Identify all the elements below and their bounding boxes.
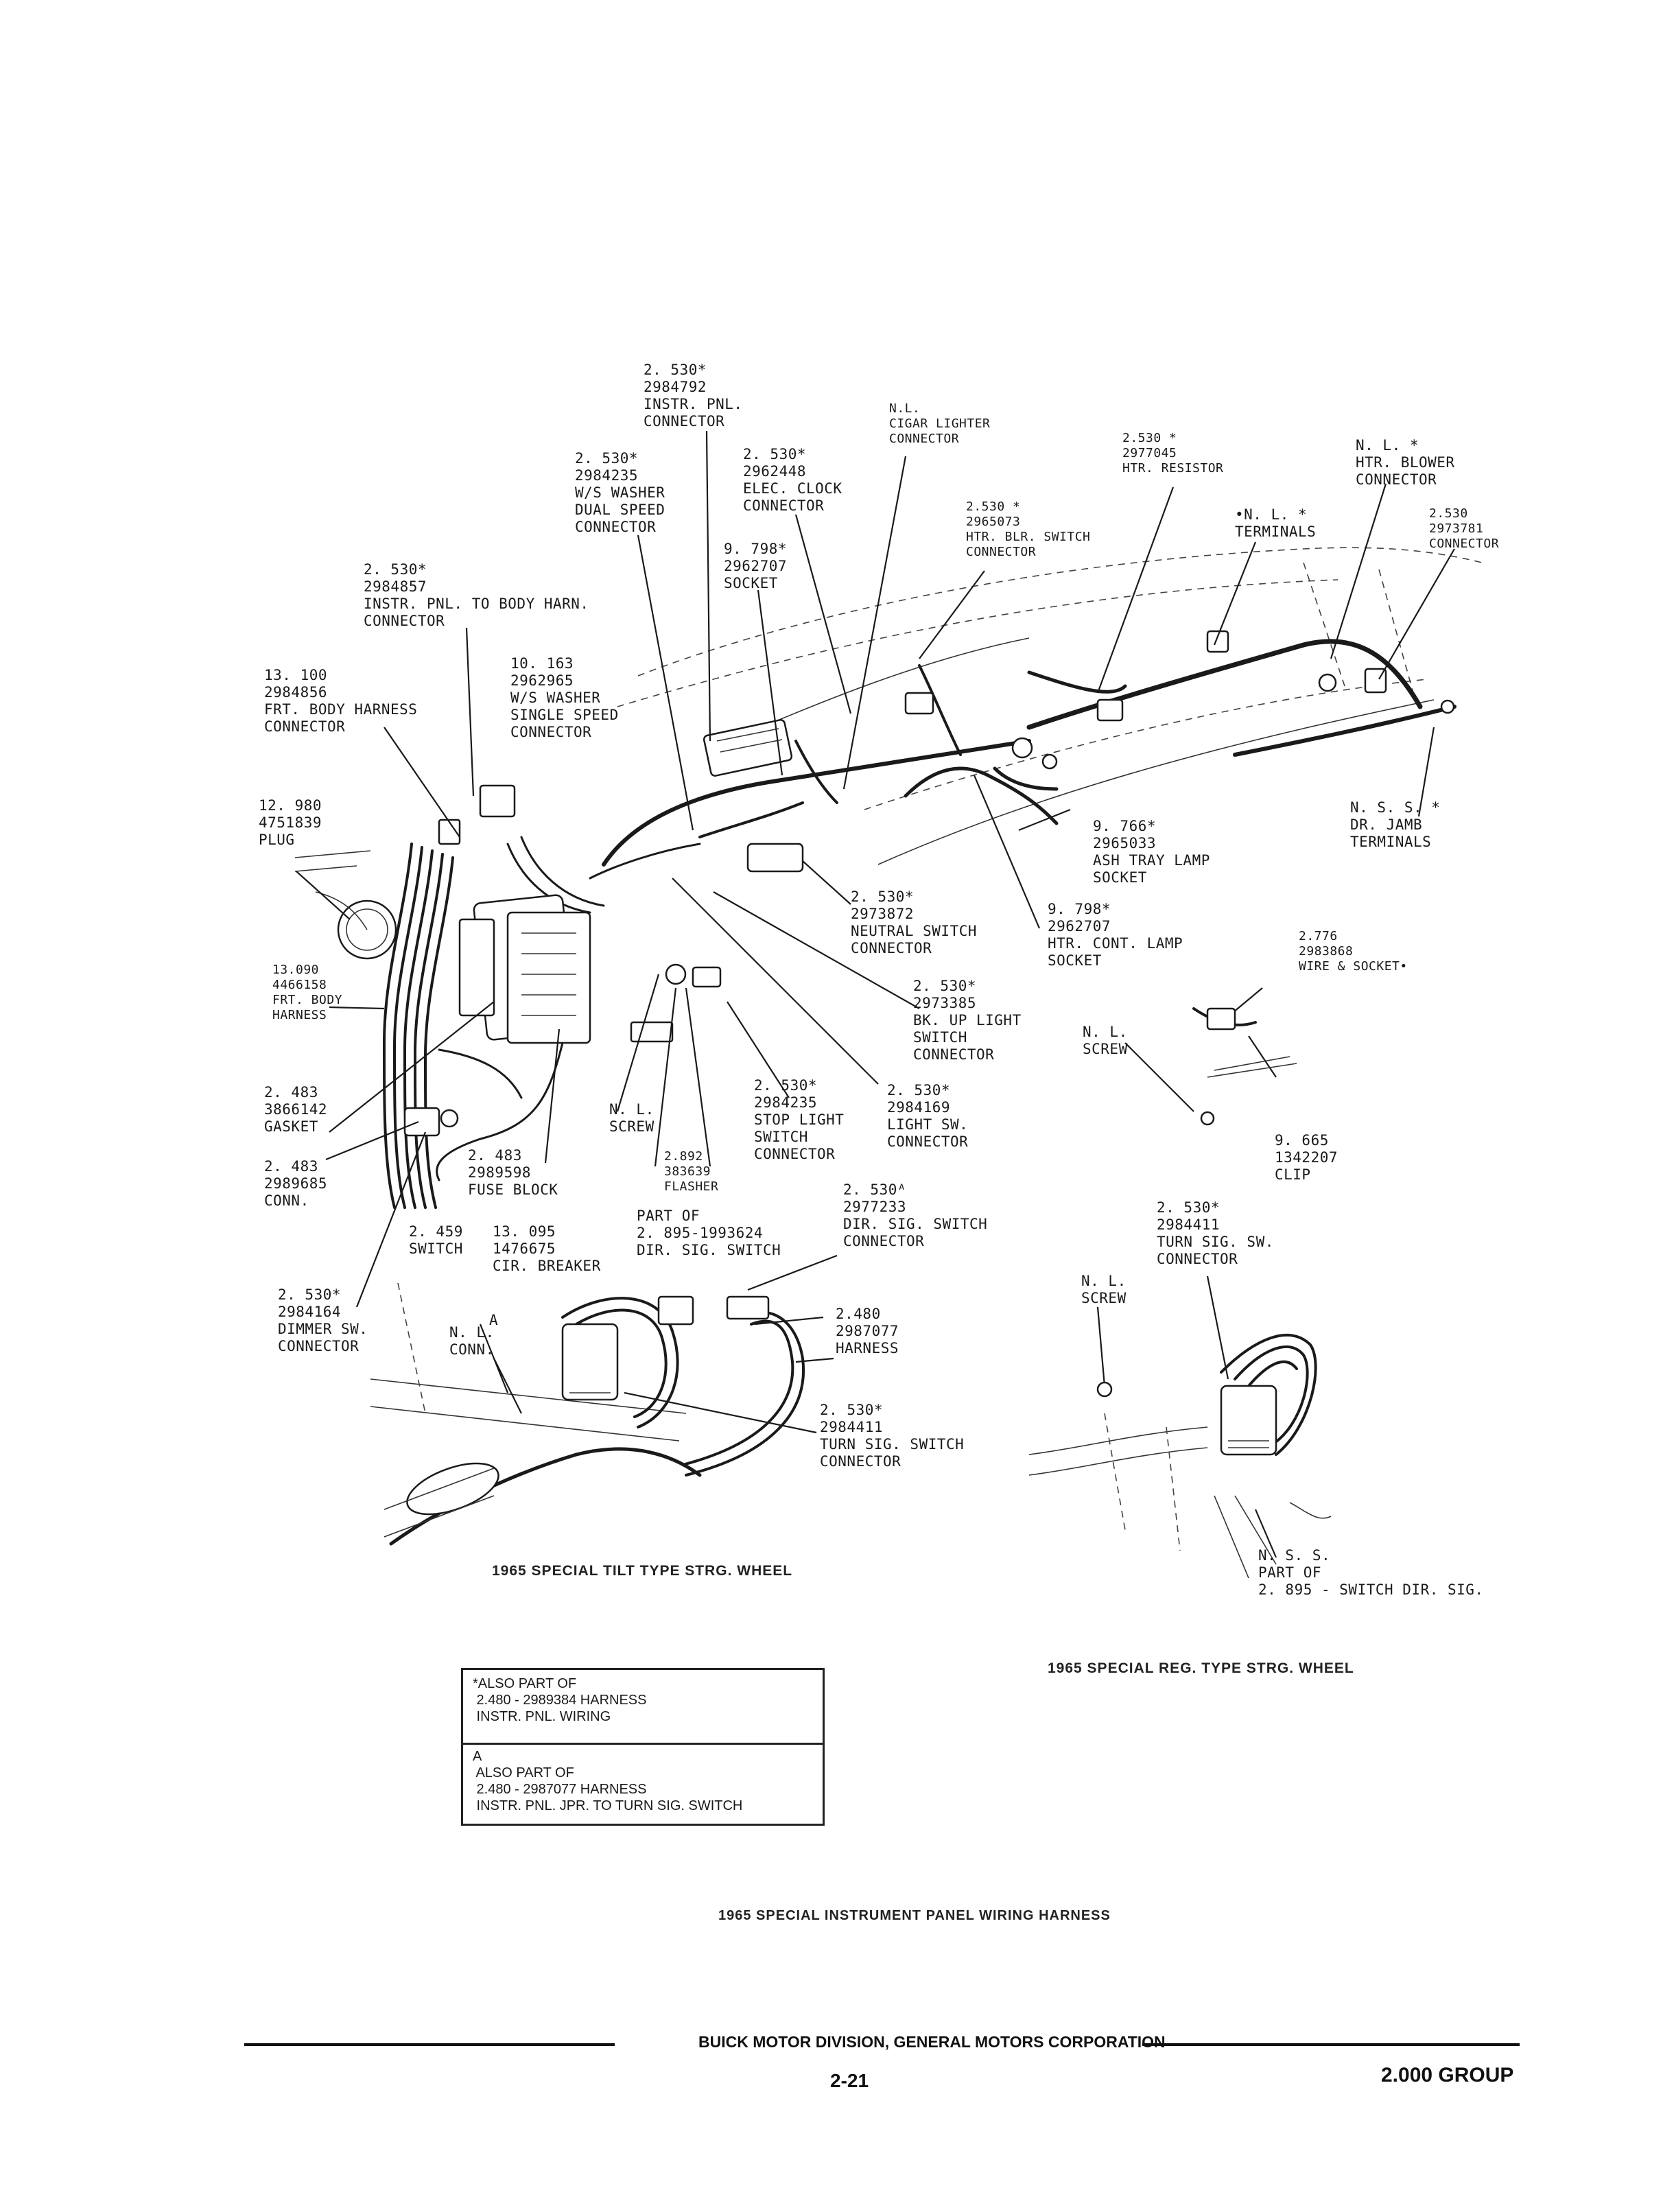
label-switch-2459: 2. 459 SWITCH: [409, 1223, 463, 1257]
caption-reg-wheel: 1965 SPECIAL REG. TYPE STRG. WHEEL: [1048, 1660, 1354, 1676]
label-nl-screw-mid: N. L. SCREW: [609, 1101, 654, 1135]
label-clip: 9. 665 1342207 CLIP: [1275, 1132, 1338, 1183]
label-wire-and-socket: 2.776 2983868 WIRE & SOCKET•: [1299, 929, 1408, 974]
label-nl-screw-lower: N. L. SCREW: [1081, 1273, 1127, 1306]
note-star: *ALSO PART OF 2.480 - 2989384 HARNESS IN…: [473, 1676, 647, 1724]
label-turn-sig-sw-connector-right: 2. 530* 2984411 TURN SIG. SW. CONNECTOR: [1157, 1199, 1274, 1267]
label-flasher: 2.892 383639 FLASHER: [664, 1149, 719, 1194]
label-elec-clock-connector: 2. 530* 2962448 ELEC. CLOCK CONNECTOR: [743, 446, 842, 514]
label-harness-2987077: 2.480 2987077 HARNESS: [836, 1306, 899, 1356]
label-nl-screw-right: N. L. SCREW: [1083, 1024, 1128, 1057]
footer-rule-right: [1142, 2043, 1520, 2046]
label-nl-conn: N. L. CONN.: [449, 1324, 495, 1358]
footer-division: BUICK MOTOR DIVISION, GENERAL MOTORS COR…: [698, 2033, 1166, 2051]
label-stop-light-switch-connector: 2. 530* 2984235 STOP LIGHT SWITCH CONNEC…: [754, 1077, 845, 1162]
label-dir-sig-switch-connector: 2. 530ᴬ 2977233 DIR. SIG. SWITCH CONNECT…: [843, 1181, 988, 1249]
label-ash-tray-lamp-socket: 9. 766* 2965033 ASH TRAY LAMP SOCKET: [1093, 818, 1210, 886]
caption-tilt-wheel: 1965 SPECIAL TILT TYPE STRG. WHEEL: [492, 1563, 793, 1579]
notes-divider: [463, 1743, 823, 1745]
label-dimmer-sw-connector: 2. 530* 2984164 DIMMER SW. CONNECTOR: [278, 1286, 368, 1354]
notes-box: *ALSO PART OF 2.480 - 2989384 HARNESS IN…: [461, 1668, 825, 1826]
label-instr-pnl-connector: 2. 530* 2984792 INSTR. PNL. CONNECTOR: [644, 362, 743, 430]
label-htr-blower-connector: N. L. * HTR. BLOWER CONNECTOR: [1356, 437, 1455, 488]
label-conn-2989685: 2. 483 2989685 CONN.: [264, 1158, 328, 1209]
label-gasket: 2. 483 3866142 GASKET: [264, 1084, 328, 1135]
label-bk-up-light-switch-connector: 2. 530* 2973385 BK. UP LIGHT SWITCH CONN…: [913, 978, 1022, 1063]
footer-rule-left: [244, 2043, 615, 2046]
label-turn-sig-switch-connector-lower: 2. 530* 2984411 TURN SIG. SWITCH CONNECT…: [820, 1402, 965, 1470]
label-marker-a: A: [489, 1312, 499, 1328]
label-cigar-lighter-connector: N.L. CIGAR LIGHTER CONNECTOR: [889, 401, 991, 446]
label-cir-breaker: 13. 095 1476675 CIR. BREAKER: [493, 1223, 601, 1274]
label-dr-jamb-terminals: N. S. S. * DR. JAMB TERMINALS: [1350, 799, 1441, 850]
label-frt-body-harness: 13.090 4466158 FRT. BODY HARNESS: [272, 963, 343, 1022]
label-ws-washer-dual-speed: 2. 530* 2984235 W/S WASHER DUAL SPEED CO…: [575, 450, 665, 535]
label-socket-2962707: 9. 798* 2962707 SOCKET: [724, 541, 788, 591]
label-part-of-dir-sig-switch: PART OF 2. 895-1993624 DIR. SIG. SWITCH: [637, 1208, 781, 1258]
label-plug: 12. 980 4751839 PLUG: [259, 797, 322, 848]
label-fuse-block: 2. 483 2989598 FUSE BLOCK: [468, 1147, 558, 1198]
footer-page-number: 2-21: [830, 2070, 869, 2091]
label-terminals: •N. L. * TERMINALS: [1235, 506, 1317, 540]
label-ws-washer-single-speed: 10. 163 2962965 W/S WASHER SINGLE SPEED …: [510, 655, 619, 740]
label-instr-pnl-to-body-harn: 2. 530* 2984857 INSTR. PNL. TO BODY HARN…: [364, 561, 589, 629]
note-a: A ALSO PART OF 2.480 - 2987077 HARNESS I…: [473, 1749, 743, 1813]
label-neutral-switch-connector: 2. 530* 2973872 NEUTRAL SWITCH CONNECTOR: [851, 889, 978, 956]
label-nss-part-of-switch: N. S. S. PART OF 2. 895 - SWITCH DIR. SI…: [1258, 1547, 1484, 1598]
label-frt-body-harness-connector: 13. 100 2984856 FRT. BODY HARNESS CONNEC…: [264, 667, 418, 735]
label-htr-cont-lamp-socket: 9. 798* 2962707 HTR. CONT. LAMP SOCKET: [1048, 901, 1183, 969]
footer-group: 2.000 GROUP: [1381, 2064, 1514, 2086]
label-htr-blr-switch-connector: 2.530 * 2965073 HTR. BLR. SWITCH CONNECT…: [966, 499, 1091, 559]
label-connector-2973781: 2.530 2973781 CONNECTOR: [1429, 506, 1500, 551]
label-htr-resistor: 2.530 * 2977045 HTR. RESISTOR: [1122, 431, 1224, 475]
label-light-sw-connector: 2. 530* 2984169 LIGHT SW. CONNECTOR: [887, 1082, 969, 1150]
caption-main: 1965 SPECIAL INSTRUMENT PANEL WIRING HAR…: [718, 1908, 1111, 1923]
